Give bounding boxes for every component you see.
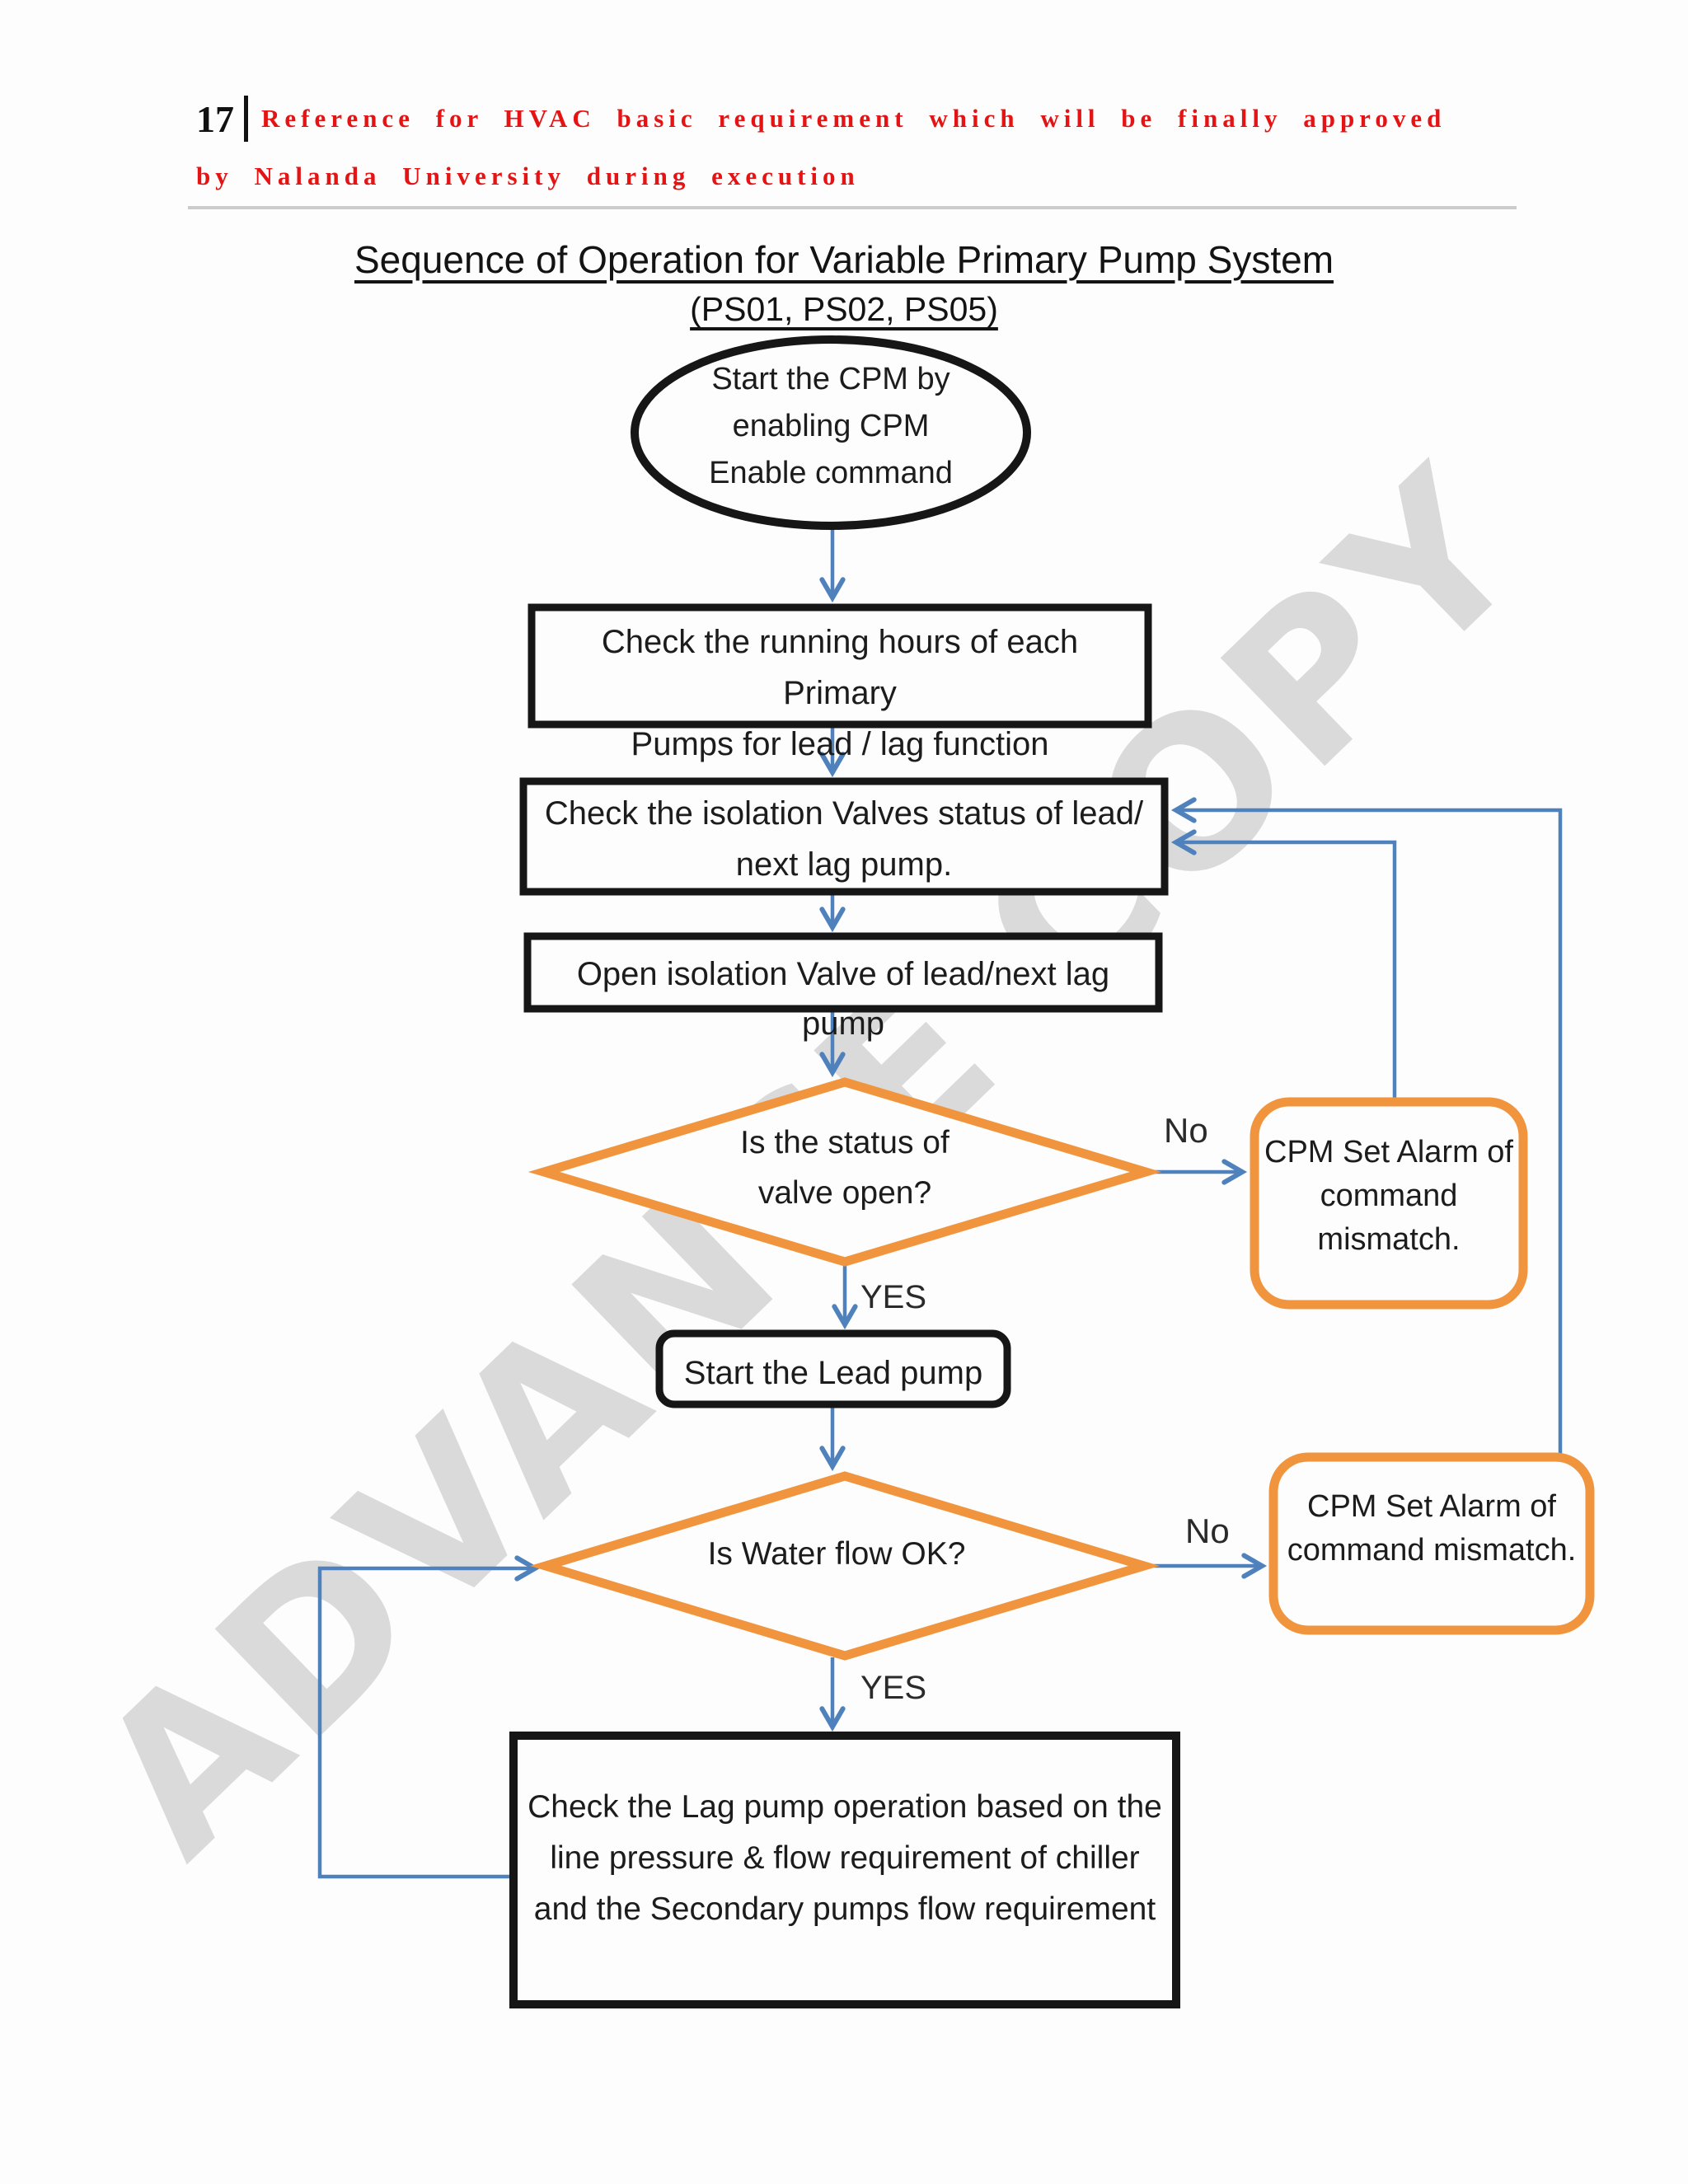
feedback-alarm1-to-isolation [1170, 829, 1397, 1100]
open-valve-text: Open isolation Valve of lead/next lag pu… [576, 956, 1110, 1042]
page-header: 17 Reference for HVAC basic requirement … [196, 96, 1446, 142]
check-lag-box-shape [509, 1732, 1180, 2008]
start-lead-box-shape [655, 1329, 1011, 1408]
decision1-no-label: No [1164, 1111, 1208, 1150]
page-subtitle: (PS01, PS02, PS05) [690, 290, 998, 328]
feedback-alarm2-to-isolation [1170, 797, 1563, 1455]
valve-open-question-text: Is the status of valve open? [740, 1125, 950, 1211]
header-rule [188, 206, 1517, 209]
header-text-line1: Reference for HVAC basic requirement whi… [261, 104, 1447, 133]
header-text-line2: by Nalanda University during execution [196, 162, 860, 190]
header-divider-bar [244, 96, 248, 142]
loop-check-lag-to-decision2 [317, 1555, 541, 1879]
check-isolation-text: Check the isolation Valves status of lea… [544, 795, 1144, 883]
alarm-valve-text: CPM Set Alarm of command mismatch. [1264, 1135, 1513, 1257]
check-lag-text: Check the Lag pump operation based on th… [528, 1789, 1162, 1927]
start-ellipse-text: Start the CPM by enabling CPM Enable com… [709, 362, 953, 490]
decision2-yes-label: YES [860, 1670, 927, 1706]
decision1-yes-label: YES [860, 1279, 927, 1315]
alarm-flow-text: CPM Set Alarm of command mismatch. [1287, 1489, 1577, 1568]
decision2-no-label: No [1185, 1511, 1230, 1550]
water-flow-decision-shape [529, 1471, 1160, 1661]
valve-open-decision-shape [528, 1077, 1162, 1267]
page-title: Sequence of Operation for Variable Prima… [354, 238, 1334, 281]
check-isolation-box-shape [519, 777, 1169, 896]
check-hours-text: Check the running hours of each Primary … [601, 624, 1079, 762]
open-valve-box-shape [523, 932, 1163, 1013]
check-hours-box-shape [528, 603, 1152, 729]
water-flow-question-text: Is Water flow OK? [707, 1536, 966, 1572]
start-ellipse-shape [631, 335, 1031, 530]
page-number: 17 [196, 97, 234, 140]
alarm-flow-box-shape [1268, 1452, 1595, 1635]
start-lead-text: Start the Lead pump [683, 1355, 983, 1391]
alarm-valve-box-shape [1250, 1097, 1528, 1310]
